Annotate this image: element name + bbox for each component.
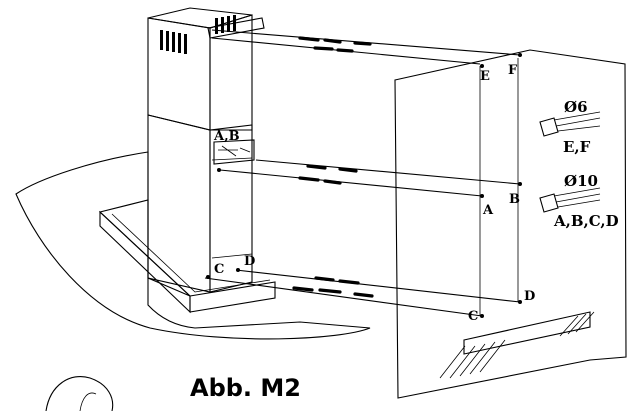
label-b: B [509,192,520,207]
wall-holes [206,53,522,318]
drill-holes-abcd: A,B,C,D [553,212,619,230]
line-c [204,277,483,317]
label-a: A [482,203,494,218]
chimney-lower-side [209,124,253,293]
line-a [219,169,483,197]
partial-hose-icon [45,376,114,411]
wall-fixing-rail [463,311,591,355]
hood-front-face [99,210,191,314]
label-e: E [480,69,490,84]
wall-hatch-bottom [439,311,595,379]
figure-caption: Abb. M2 [190,374,301,402]
label-c-hood: C [214,262,224,277]
label-ab-upper: A,B [213,129,240,144]
vent-slots [160,15,236,54]
hood-bottom-face [189,281,276,313]
label-c-wall: C [468,309,478,324]
drill-holes-ef: E,F [563,138,591,156]
drill-size-6: Ø6 [564,98,588,116]
drill-bit-10-icon [539,187,601,213]
label-d-hood: D [244,254,255,269]
line-d [235,269,521,303]
top-bracket [207,17,265,39]
hood-top-face [98,199,191,297]
drill-size-10: Ø10 [564,172,598,190]
ceiling-surface [15,151,371,340]
drill-bit-6-icon [539,111,601,137]
label-d-wall: D [524,289,535,304]
label-f: F [508,63,518,78]
line-b [255,159,521,185]
dowels [292,36,374,298]
wall-panel [394,49,627,399]
chimney-upper-top [147,7,253,29]
bracket-ab [213,139,255,165]
